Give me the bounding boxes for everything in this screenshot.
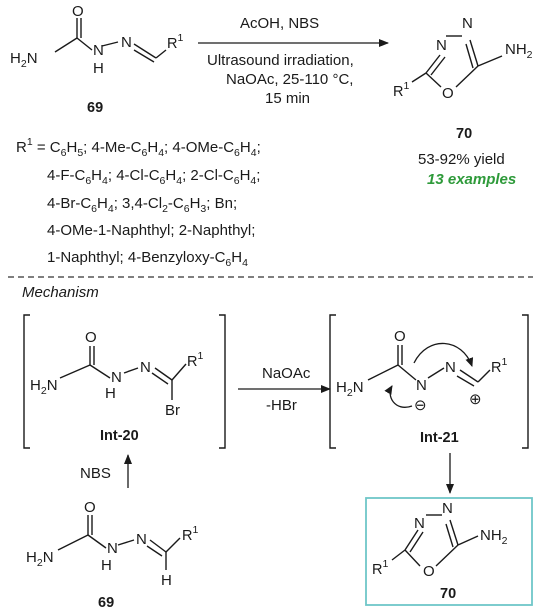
yield-text: 53-92% yield: [418, 151, 505, 168]
intermediate-label-int21: Int-21: [420, 430, 459, 446]
atom-n: N: [140, 359, 151, 376]
atom-h: H: [161, 572, 172, 589]
step-byproduct: -HBr: [266, 397, 297, 414]
conditions-line: NaOAc, 25-110 °C,: [226, 71, 353, 88]
curved-arrow-2: [384, 385, 413, 408]
substituent-line: R1 = C6H5; 4-Me-C6H4; 4-OMe-C6H4;: [16, 136, 261, 159]
r1-group: R1: [393, 80, 409, 100]
right-bracket: [522, 314, 529, 449]
right-bracket: [219, 314, 226, 449]
compound-label-69: 69: [87, 100, 103, 116]
nbs-label: NBS: [80, 465, 111, 482]
atom-n: N: [442, 500, 453, 517]
reagent-label: AcOH, NBS: [240, 15, 319, 32]
left-bracket: [23, 314, 30, 449]
intermediate-int21-structure: O H2N N N R1 ⊖ ⊕: [329, 314, 529, 449]
atom-h2n: H2N: [336, 379, 364, 399]
atom-o: O: [442, 85, 454, 102]
mechanism-heading: Mechanism: [22, 284, 99, 301]
reactant-69-structure: O H2N N H N R1: [10, 3, 183, 77]
final-product-70-structure: N N O NH2 R1: [372, 500, 508, 580]
negative-charge: ⊖: [414, 397, 427, 414]
atom-h2n: H2N: [30, 377, 58, 397]
atom-n: N: [136, 531, 147, 548]
step-reagent: NaOAc: [262, 365, 311, 382]
atom-n: N: [121, 34, 132, 51]
atom-nh2: NH2: [480, 527, 508, 547]
conditions-line: Ultrasound irradiation,: [207, 52, 354, 69]
atom-o: O: [72, 3, 84, 20]
intermediate-int20-structure: O H2N N H N R1 Br: [23, 314, 226, 449]
atom-n: N: [416, 377, 427, 394]
atom-o: O: [394, 328, 406, 345]
atom-h2n: H2N: [26, 549, 54, 569]
r1-group: R1: [491, 356, 507, 376]
atom-h: H: [105, 385, 116, 402]
atom-h: H: [101, 557, 112, 574]
substituent-line: 4-OMe-1-Naphthyl; 2-Naphthyl;: [47, 222, 255, 239]
r1-group: R1: [182, 524, 198, 544]
conditions-line: 15 min: [265, 90, 310, 107]
product-70-structure: N N O NH2 R1: [393, 15, 533, 102]
atom-n: N: [107, 540, 118, 557]
product-box: [365, 497, 533, 606]
atom-n: N: [414, 515, 425, 532]
atom-n: N: [93, 42, 104, 59]
intermediate-label-int20: Int-20: [100, 428, 139, 444]
atom-o: O: [423, 563, 435, 580]
substituent-line: 4-F-C6H4; 4-Cl-C6H4; 2-Cl-C6H4;: [47, 167, 260, 187]
examples-count: 13 examples: [427, 171, 516, 188]
atom-o: O: [85, 329, 97, 346]
positive-charge: ⊕: [469, 391, 482, 408]
substituent-line: 4-Br-C6H4; 3,4-Cl2-C6H3; Bn;: [47, 195, 237, 215]
substituent-line: 1-Naphthyl; 4-Benzyloxy-C6H4: [47, 249, 248, 269]
compound-label-70: 70: [456, 126, 472, 142]
atom-n: N: [462, 15, 473, 32]
curved-arrow-1: [413, 342, 474, 367]
start-label-69: 69: [98, 595, 114, 610]
final-product-label-70: 70: [440, 586, 456, 602]
r1-group: R1: [372, 558, 388, 578]
r1-group: R1: [187, 350, 203, 370]
atom-br: Br: [165, 402, 180, 419]
atom-n: N: [111, 369, 122, 386]
atom-n: N: [445, 359, 456, 376]
atom-nh2: NH2: [505, 41, 533, 61]
atom-n: N: [436, 37, 447, 54]
atom-o: O: [84, 499, 96, 516]
r1-group: R1: [167, 32, 183, 52]
atom-h: H: [93, 60, 104, 77]
start-material-69-structure: O H2N N H N R1 H: [26, 499, 198, 589]
atom-h2n: H2N: [10, 50, 38, 70]
left-bracket: [329, 314, 336, 449]
